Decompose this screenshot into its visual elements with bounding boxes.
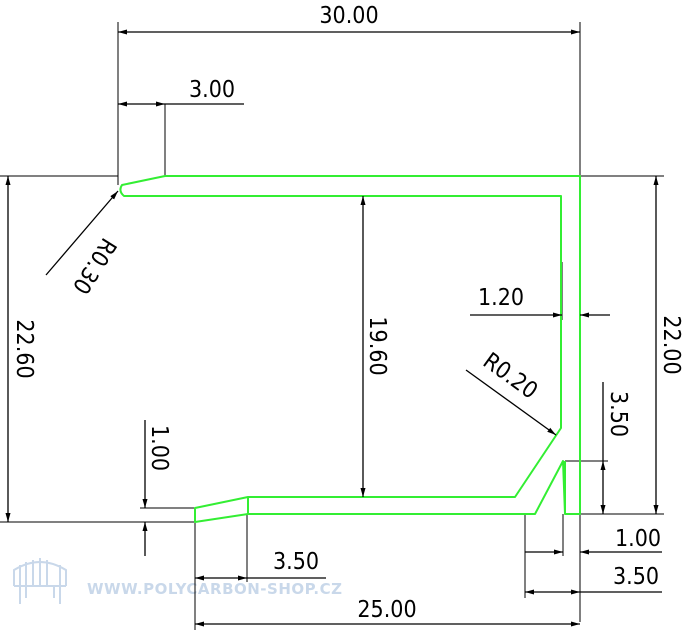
lip-step-label: 1.00: [146, 425, 172, 471]
right-lip-label: 3.50: [613, 564, 659, 590]
overall-height-right-label: 22.00: [658, 315, 684, 374]
right-offset-label: 1.00: [615, 526, 661, 552]
top-flange-label: 3.00: [189, 77, 235, 103]
profile-outline: [119, 175, 581, 523]
lip-height-label: 3.50: [605, 391, 631, 437]
wall-thickness-label: 1.20: [478, 285, 524, 311]
bottom-width-label: 25.00: [357, 597, 416, 623]
inner-height-label: 19.60: [364, 316, 390, 375]
outer-profile-path: [119, 175, 581, 523]
extension-lines: [0, 22, 664, 630]
watermark: WWW.POLYCARBON-SHOP.CZ: [13, 558, 342, 604]
outer-radius-label: R0.30: [67, 233, 121, 298]
dimension-lines: [5, 29, 662, 627]
dimension-labels: 30.00 3.00 R0.30 22.60 19.60 1.20 22.00 …: [11, 3, 684, 623]
inner-radius-label: R0.20: [478, 348, 542, 405]
bottom-offset-label: 3.50: [273, 549, 319, 575]
overall-width-label: 30.00: [319, 3, 378, 29]
watermark-text: WWW.POLYCARBON-SHOP.CZ: [87, 580, 342, 598]
greenhouse-icon: [13, 558, 67, 604]
overall-height-left-label: 22.60: [11, 319, 37, 378]
